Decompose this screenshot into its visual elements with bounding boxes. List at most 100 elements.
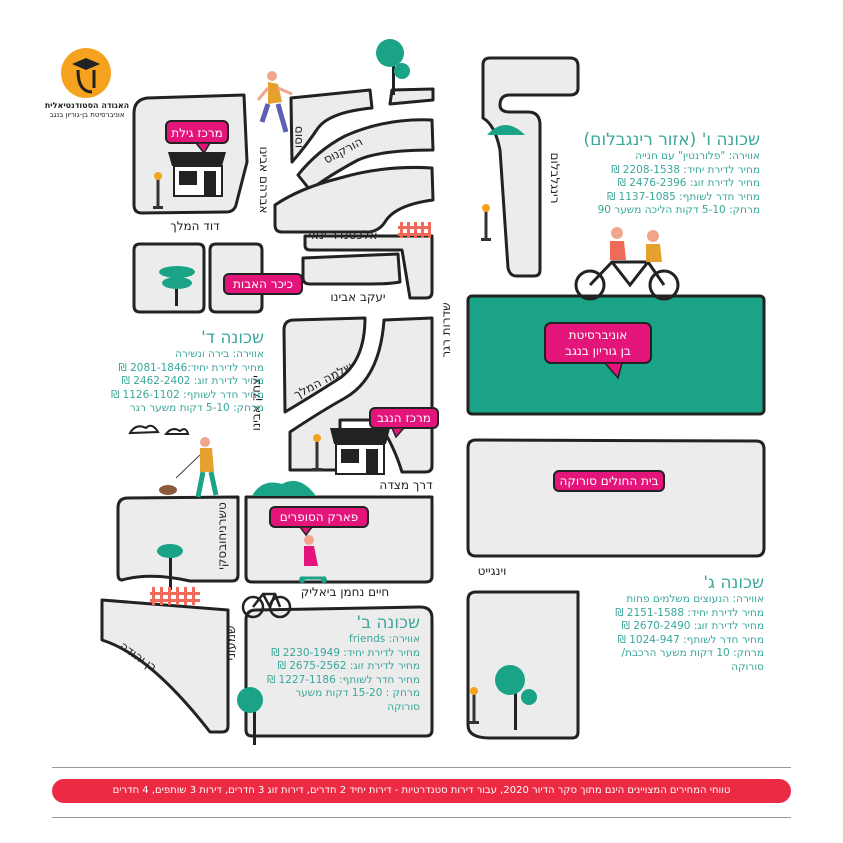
street-label: יעקב אבינו [330,290,385,304]
pin-label: מרכז הנגב [377,411,431,425]
tree-icon [157,544,183,590]
info-line: מחיר לדירת זוג: 2476-2396 ₪ [617,177,760,190]
block-tchernichovsky [116,495,240,583]
trees [157,39,537,745]
info-neighborhood-dalet: שכונה ד' אווירה: בירה ונשירה מחיר לדירת … [111,328,264,416]
info-line: אווירה: הנעוצים משלמים פחות [626,593,764,605]
pin-merkaz-gilat: מרכז גילת [165,120,229,155]
block-horkanos-b [273,165,435,234]
pin-park-hasofrim: פארק הסופרים [269,506,369,537]
block-yitzhak [282,316,367,414]
pin-merkaz-hanegev: מרכז הנגב [369,407,439,439]
tandem-bicycle-icon [574,227,680,301]
info-line: סורוקה [387,700,420,713]
block-yanai-b [301,252,402,286]
tree-icon [159,266,195,306]
info-line: מרחק: 5-10 דקות הליכה משער 90 [597,204,760,217]
pin-soroka: בית החולים סורוקה [553,470,665,492]
street-label: אלכסנדר ינאי [308,228,377,242]
cloud-icon [163,428,190,435]
block-ben-yehuda [100,598,230,734]
shop-icon [168,152,226,197]
neighborhood-title: שכונה ב' [356,613,420,633]
info-neighborhood-gimel: שכונה ג' אווירה: הנעוצים משלמים פחות מחי… [615,573,764,675]
pin-label: אוניברסיטת [569,328,628,342]
block-bet [244,605,434,738]
tree-icon [376,39,410,95]
block-ringelblum [481,56,580,278]
block-gimel [466,590,580,740]
info-line: סורוקה [731,660,764,673]
info-line: מרחק: 10 דקות משער הרכבת/ [621,647,765,660]
block-soroka [466,438,766,558]
street-label: יצחק אבינו [249,375,263,431]
info-line: מחיר לדירת זוג: 2675-2562 ₪ [277,660,420,673]
info-line: אווירה: friends [349,633,420,645]
block-horkanos-a [296,118,435,192]
logo-org-name: האגודה הסטודנטיאלית [44,101,130,110]
info-line: מחיר לדירת זוג: 2462-2402 ₪ [121,375,264,388]
street-label: דוד המלך [170,219,220,233]
city-blocks [100,56,766,740]
bush-icon [487,125,525,135]
runner-icon [256,71,293,133]
block-sosu [289,88,374,164]
info-line: מרחק: 5-10 דקות משער רגר [129,402,264,415]
pin-label: פארק הסופרים [280,510,358,524]
street-lamp-icon [481,204,491,241]
street-label: וינגייט [478,564,507,578]
tree-icon [237,687,263,745]
info-neighborhood-vav: שכונה ו' (אזור רינגבלום) אווירה: "פלורנט… [584,130,760,218]
pin-label: בית החולים סורוקה [559,474,658,488]
info-neighborhood-bet: שכונה ב' אווירה: friends מחיר לדירת יחיד… [267,613,420,715]
pin-label: כיכר האבות [233,277,293,291]
info-line: מחיר לדירת יחיד: 2208-1538 ₪ [611,163,760,176]
block-yanai-a [303,234,434,300]
tree-icon [495,665,537,730]
street-label: שמעוני [224,626,238,661]
pin-label: מרכז גילת [171,126,223,140]
fence-icon [150,587,200,605]
walker-with-dog-icon [159,437,219,498]
info-line: אווירה: בירה ונשירה [175,348,264,360]
bicycle-icon [241,592,292,619]
info-line: מחיר לדירת יחיד: 2151-1588 ₪ [615,606,764,619]
neighborhood-title: שכונה ד' [201,328,264,348]
street-label: אברהם אבינו [257,146,271,213]
street-label: חיים נחמן ביאליק [301,585,390,599]
neighborhood-title: שכונה ו' (אזור רינגבלום) [583,130,760,150]
info-line: מחיר לדירת יחיד:2081-1846 ₪ [118,361,264,374]
pin-label: בן גוריון בנגב [565,344,631,358]
divider [52,767,791,768]
divider [52,817,791,818]
info-line: מחיר חדר לשותף: 1024-947 ₪ [617,633,764,646]
logo [61,48,111,98]
fence-icon [398,222,431,238]
graduation-cap-icon [72,58,100,70]
info-line: אווירה: "פלורנטין" עם חנייה [635,150,760,162]
block-sosu-right [388,87,435,106]
info-line: מחיר לדירת יחיד: 2230-1949 ₪ [271,646,420,659]
street-label: סוסו [291,126,305,148]
street-label: רינגלבלום [548,152,562,203]
info-line: מחיר חדר לשותף: 1137-1085 ₪ [606,190,760,203]
bush-icon [252,480,316,496]
cloud-icon [128,424,160,435]
info-line: מחיר חדר לשותף: 1227-1186 ₪ [266,673,420,686]
street-label: דרך מצדה [379,478,433,492]
street-label: טשרניחובסקי [215,502,229,570]
info-line: מרחק : 15-20 דקות משער [295,687,420,700]
logo-circle [61,48,111,98]
scooter-rider-icon [299,535,327,583]
info-line: מחיר חדר לשותף: 1126-1102 ₪ [110,388,264,401]
footer-note: טווחי המחירים המצויינים הינם מתוך סקר הד… [52,779,791,803]
neighborhood-title: שכונה ג' [703,573,764,593]
pin-university: אוניברסיטת בן גוריון בנגב [544,322,652,380]
info-line: מחיר לדירת זוג: 2670-2490 ₪ [621,620,764,633]
logo-university-name: אוניברסיטת בן-גוריון בנגב [49,111,125,119]
shop-icon [330,428,390,475]
pin-kikar-haavot: כיכר האבות [223,273,303,295]
logo-text: האגודה הסטודנטיאלית אוניברסיטת בן-גוריון… [40,101,134,120]
street-label: שדרות רגר [439,302,453,357]
